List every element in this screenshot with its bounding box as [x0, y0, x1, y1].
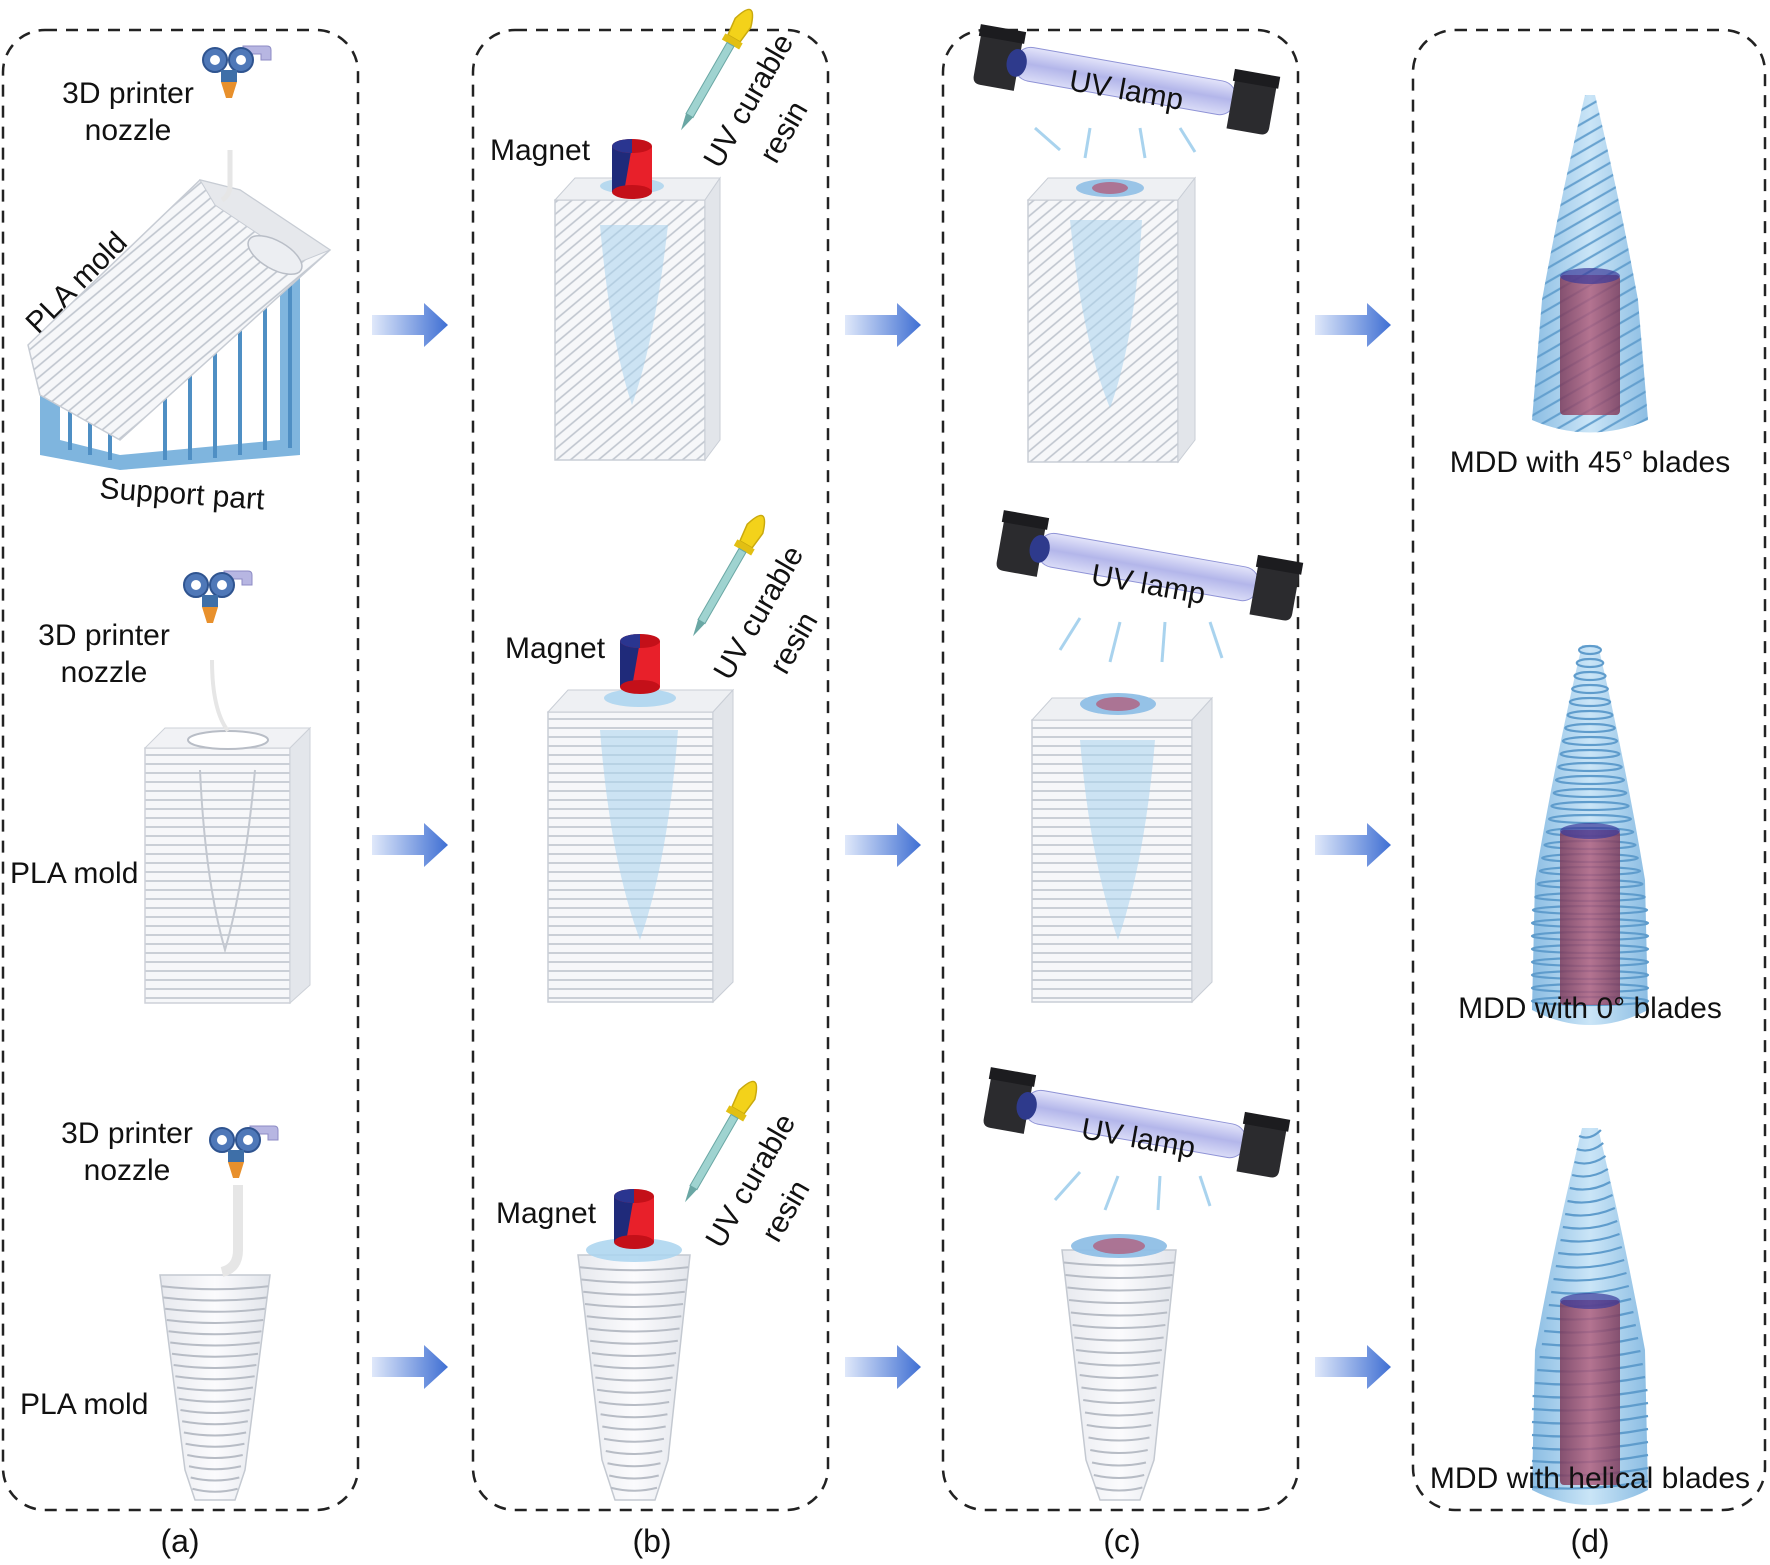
- panel-label-3: (c): [1103, 1523, 1140, 1559]
- cone-rings: [579, 1266, 689, 1492]
- panel-label-4: (d): [1570, 1523, 1609, 1559]
- a-row3-mold-label: PLA mold: [20, 1388, 148, 1421]
- right-arrow-icon: [845, 1345, 921, 1389]
- panel-labels: (a) (b) (c) (d): [160, 1523, 1609, 1559]
- uv-curing-row3: [979, 1066, 1291, 1501]
- uv-light-rays: [1058, 617, 1224, 663]
- panel-border-1: [1, 28, 360, 1512]
- panel-border-4: [1411, 28, 1767, 1512]
- right-arrow-icon: [845, 823, 921, 867]
- panel-c: [969, 23, 1304, 1501]
- uv-curing-row1: [969, 23, 1281, 464]
- uv-light-rays: [1053, 1171, 1212, 1211]
- panel-a: [27, 45, 332, 1501]
- a-row3-nozzle-label-2: nozzle: [84, 1154, 171, 1187]
- 3d-printer-nozzle-icon: [209, 1125, 279, 1179]
- panel-d: [1530, 95, 1650, 1505]
- pla-mold-with-support: [27, 45, 332, 470]
- filament: [220, 1185, 243, 1277]
- d-device-2-label: MDD with 0° blades: [1458, 992, 1722, 1025]
- filament: [210, 659, 230, 733]
- mold-with-resin-row2: [546, 510, 772, 1004]
- panel-border-3: [941, 28, 1300, 1512]
- mdd-0-degree-blades: [1530, 644, 1650, 1025]
- magnet-icon: [614, 1189, 654, 1249]
- cone-rings: [1063, 1261, 1175, 1492]
- uv-light-rays: [1034, 126, 1197, 159]
- panel-border-2: [471, 28, 830, 1512]
- magnet-icon: [620, 634, 660, 694]
- mold-with-resin-row3: [577, 1076, 764, 1501]
- a-row1-nozzle-label-1: 3D printer: [62, 77, 194, 110]
- mdd-helical-blades: [1531, 1128, 1649, 1505]
- d-device-1-label: MDD with 45° blades: [1450, 446, 1730, 479]
- magnet-core: [1560, 830, 1620, 1005]
- pla-mold-house: [27, 179, 332, 441]
- 3d-printer-nozzle-icon: [202, 45, 272, 99]
- right-arrow-icon: [1315, 823, 1391, 867]
- right-arrow-icon: [372, 303, 448, 347]
- cone-rings: [161, 1285, 269, 1493]
- right-arrow-icon: [1315, 1345, 1391, 1389]
- a-row2-nozzle-label-1: 3D printer: [38, 619, 170, 652]
- uv-curing-row2: [992, 509, 1304, 1004]
- panel-b: [546, 4, 772, 1501]
- a-row2-mold-label: PLA mold: [10, 857, 138, 890]
- b-row3-magnet-label: Magnet: [496, 1197, 597, 1230]
- pla-mold-box: [143, 570, 312, 1005]
- b-row2-magnet-label: Magnet: [505, 632, 606, 665]
- mdd-45-degree-blades: [1532, 95, 1648, 433]
- uv-lamp-icon: [992, 509, 1304, 623]
- magnet-core: [1560, 275, 1620, 415]
- mold-with-resin-row1: [553, 4, 760, 462]
- right-arrow-icon: [1315, 303, 1391, 347]
- magnet-icon: [612, 139, 652, 199]
- b-row1-magnet-label: Magnet: [490, 134, 591, 167]
- d-device-3-label: MDD with helical blades: [1430, 1462, 1750, 1495]
- filament: [220, 150, 233, 203]
- a-row3-nozzle-label-1: 3D printer: [61, 1117, 193, 1150]
- right-arrow-icon: [845, 303, 921, 347]
- 3d-printer-nozzle-icon: [183, 570, 253, 624]
- panel-label-2: (b): [632, 1523, 671, 1559]
- a-row1-support-label: Support part: [99, 472, 267, 516]
- panel-label-1: (a): [160, 1523, 199, 1559]
- magnet-core: [1560, 1300, 1620, 1485]
- pla-mold-cone: [159, 1125, 279, 1501]
- a-row1-nozzle-label-2: nozzle: [85, 114, 172, 147]
- right-arrow-icon: [372, 1345, 448, 1389]
- a-row2-nozzle-label-2: nozzle: [61, 656, 148, 689]
- right-arrow-icon: [372, 823, 448, 867]
- panel-borders: [1, 28, 1767, 1512]
